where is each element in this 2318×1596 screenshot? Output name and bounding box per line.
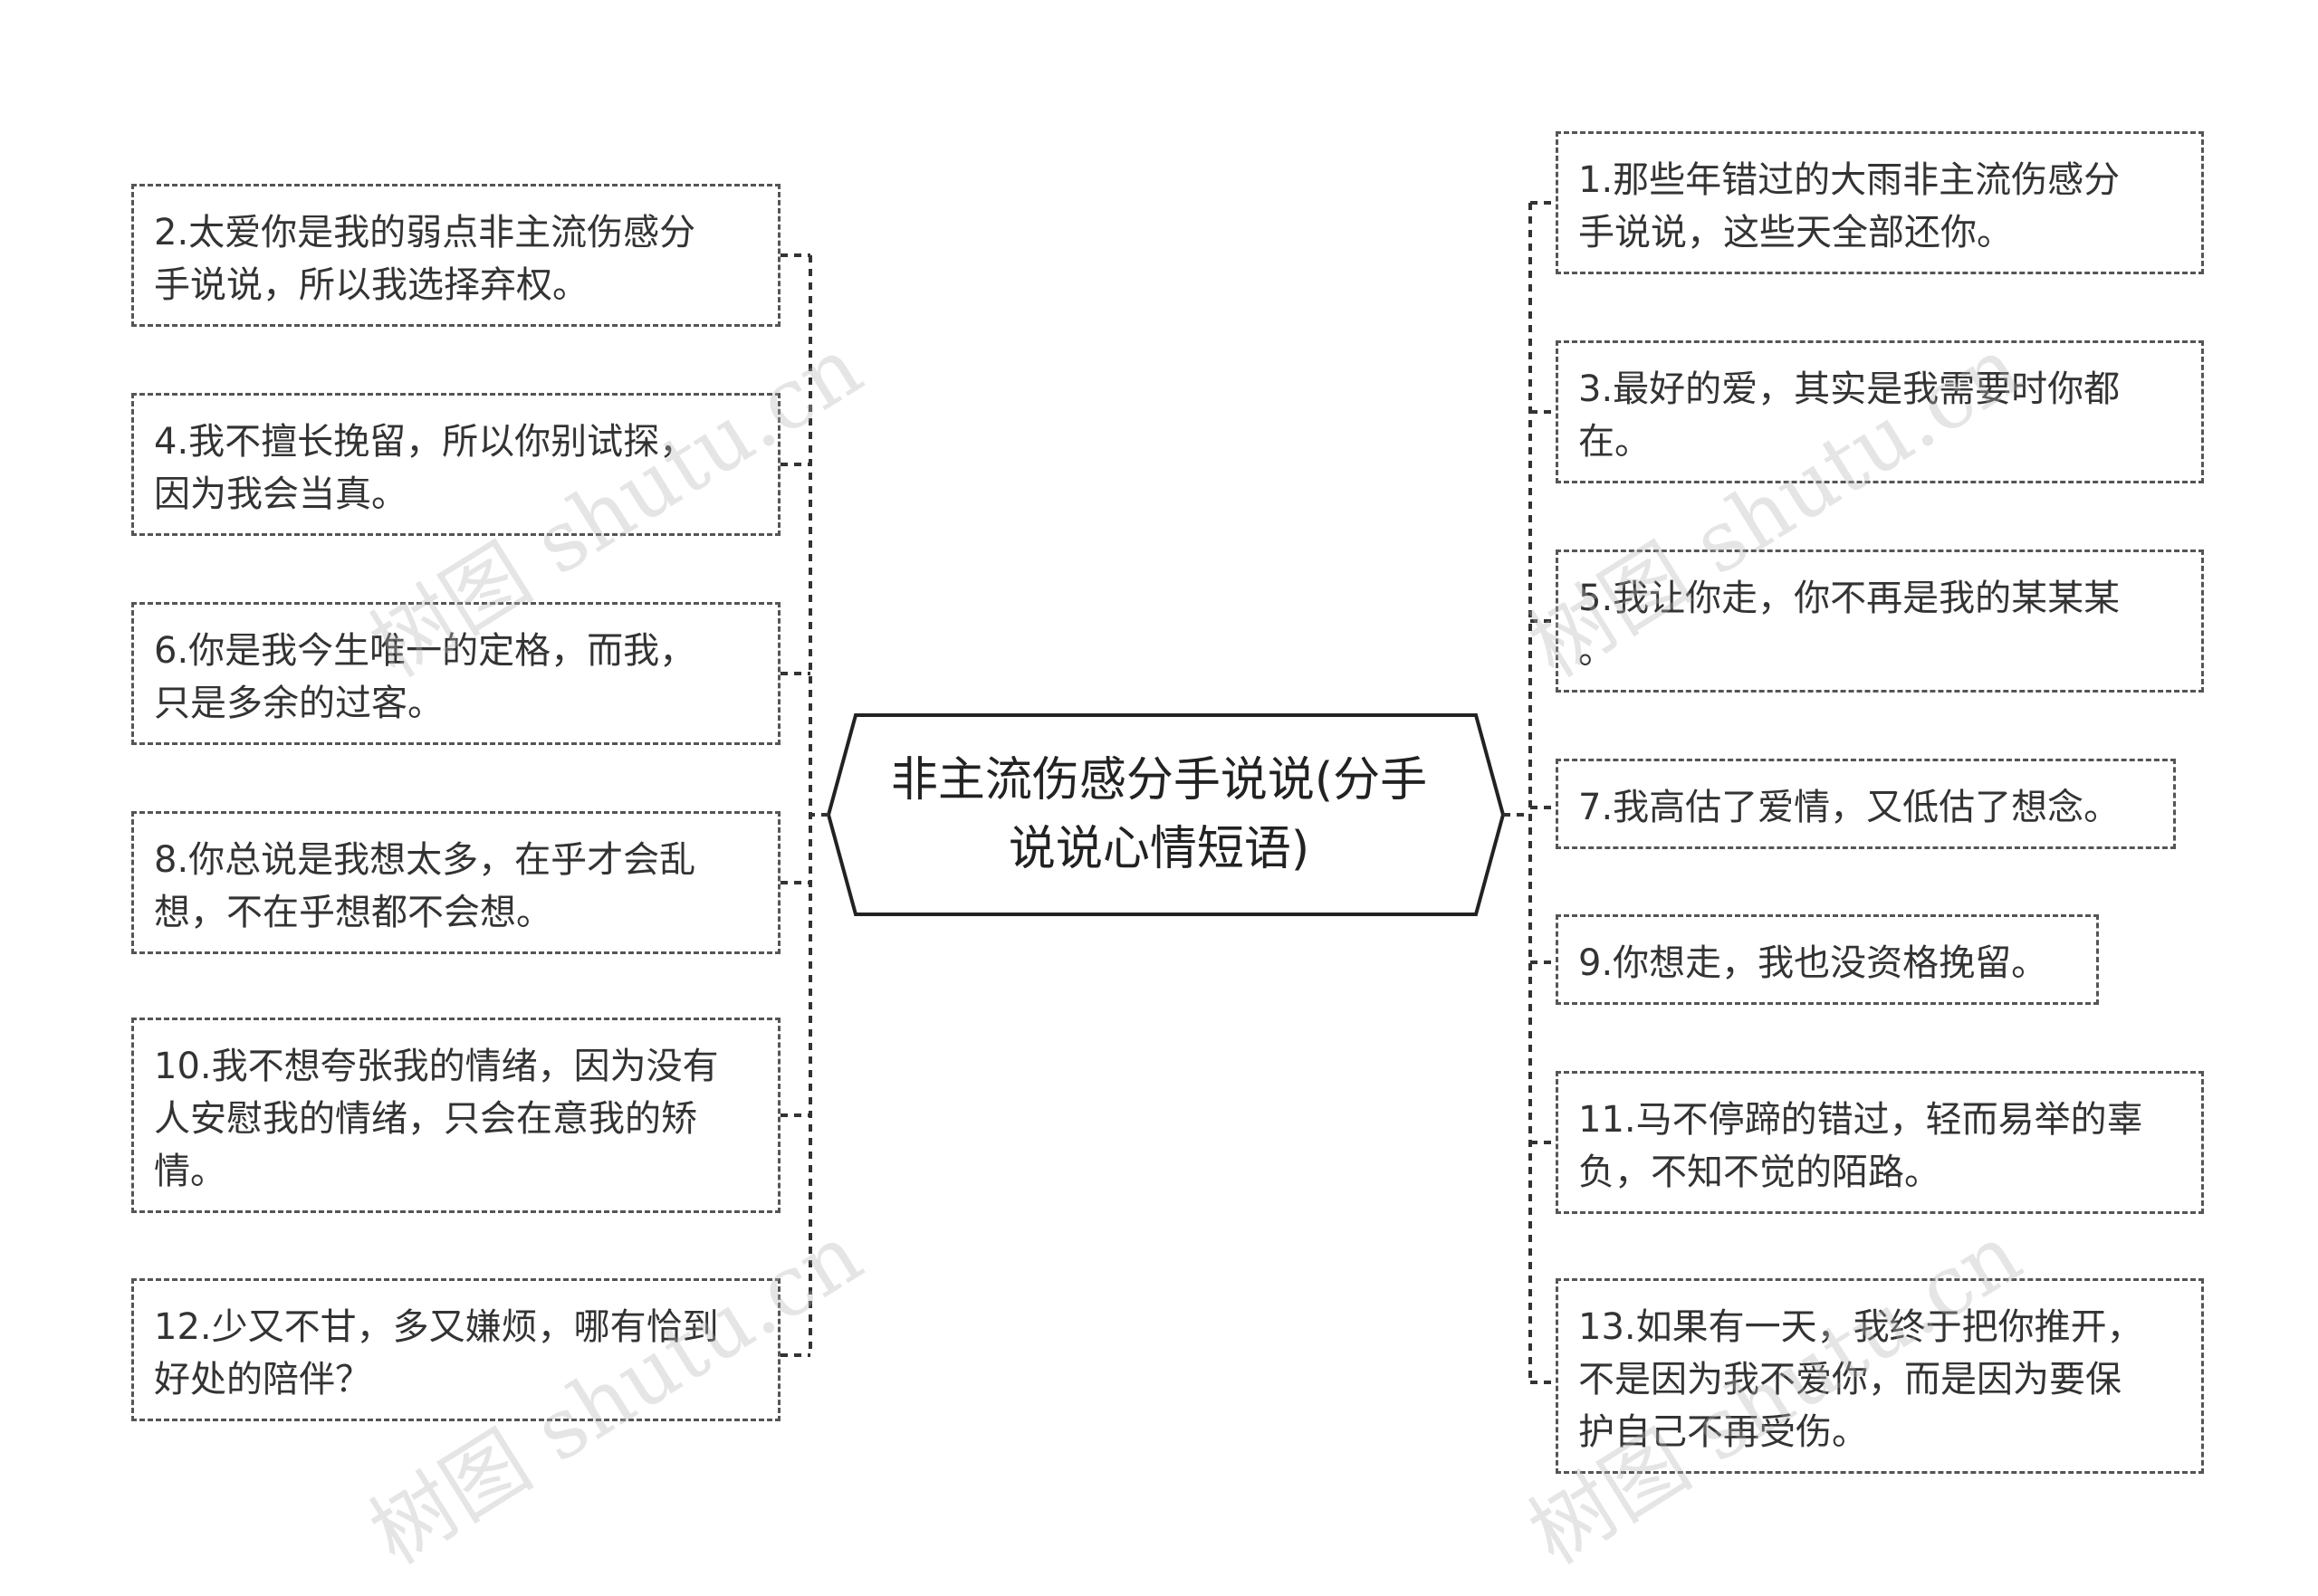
right-node-13[interactable]: 13.如果有一天，我终于把你推开， 不是因为我不爱你，而是因为要保 护自己不再受… [1556, 1278, 2204, 1474]
center-node-title[interactable]: 非主流伤感分手说说(分手 说说心情短语) [890, 753, 1428, 876]
left-node-8[interactable]: 8.你总说是我想太多，在乎才会乱 想，不在乎想都不会想。 [131, 811, 781, 954]
left-node-12[interactable]: 12.少又不甘，多又嫌烦，哪有恰到 好处的陪伴？ [131, 1278, 781, 1421]
right-node-3[interactable]: 3.最好的爱，其实是我需要时你都 在。 [1556, 340, 2204, 483]
right-node-7[interactable]: 7.我高估了爱情，又低估了想念。 [1556, 759, 2176, 849]
right-node-9[interactable]: 9.你想走，我也没资格挽留。 [1556, 914, 2099, 1005]
left-node-2[interactable]: 2.太爱你是我的弱点非主流伤感分 手说说，所以我选择弃权。 [131, 184, 781, 327]
left-node-10[interactable]: 10.我不想夸张我的情绪，因为没有 人安慰我的情绪，只会在意我的矫 情。 [131, 1018, 781, 1213]
left-node-4[interactable]: 4.我不擅长挽留，所以你别试探， 因为我会当真。 [131, 393, 781, 536]
left-node-6[interactable]: 6.你是我今生唯一的定格，而我， 只是多余的过客。 [131, 602, 781, 745]
right-node-5[interactable]: 5.我让你走，你不再是我的某某某 。 [1556, 550, 2204, 693]
left-connectors [781, 253, 829, 1357]
right-node-1[interactable]: 1.那些年错过的大雨非主流伤感分 手说说，这些天全部还你。 [1556, 131, 2204, 274]
right-node-11[interactable]: 11.马不停蹄的错过，轻而易举的辜 负，不知不觉的陌路。 [1556, 1071, 2204, 1214]
right-connectors [1503, 201, 1556, 1384]
